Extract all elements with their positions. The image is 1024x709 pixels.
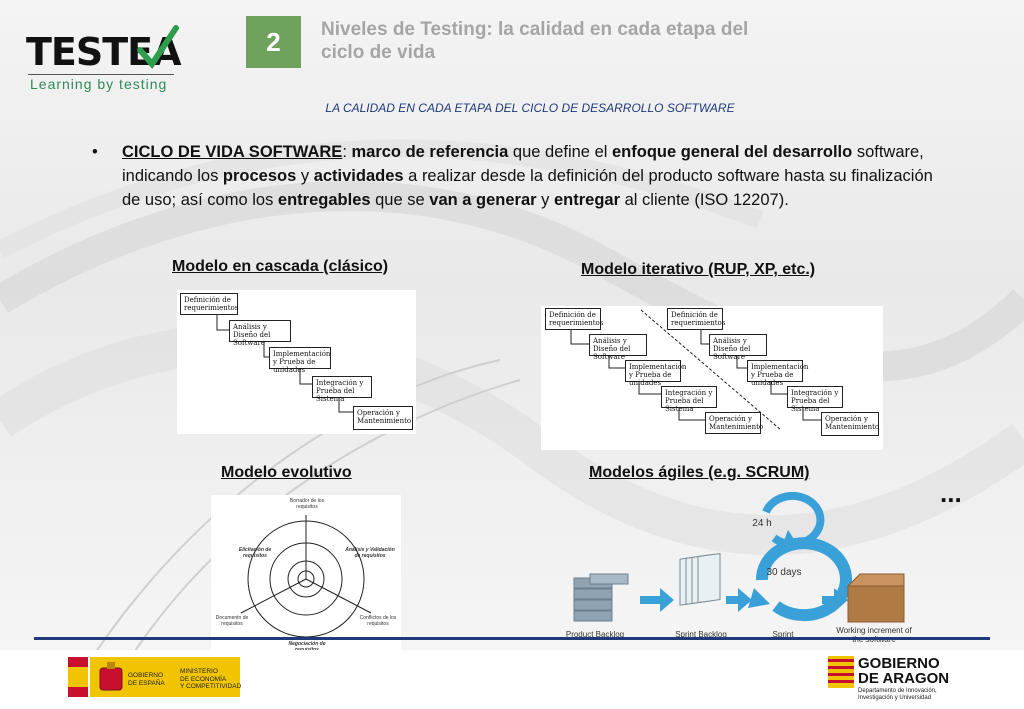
iterative-step: Definición de requerimientos — [667, 308, 725, 330]
daily-cycle-icon — [762, 492, 825, 548]
iterative-step: Implementación y Prueba de unidades — [625, 360, 686, 387]
cascade-step: Análisis y Diseño del Software — [229, 320, 291, 347]
scrum-diagram — [573, 492, 905, 623]
bold-text: enfoque general del desarrollo — [612, 143, 853, 161]
aragon-flag-icon — [828, 656, 854, 688]
increment-label: Working increment of the software — [836, 626, 912, 644]
iterative-step: Implementación y Prueba de unidades — [747, 360, 808, 387]
logo-wordmark: TESTEA — [26, 30, 182, 74]
iterative-step: Definición de requerimientos — [545, 308, 603, 330]
text: : — [342, 143, 352, 161]
sprint-backlog-icon — [679, 552, 721, 606]
arrow-icon — [822, 588, 848, 612]
aragon-dept-label: Departamento de Innovación, Investigació… — [858, 688, 937, 702]
arrow-icon — [726, 588, 752, 612]
text: software, indicando los — [122, 143, 924, 185]
spiral-label: Análisis y Validación de requisitos — [345, 547, 395, 559]
evolutive-heading: Modelo evolutivo — [221, 464, 352, 481]
sprint-length-label: 30 days — [766, 567, 802, 578]
spain-gov-label: GOBIERNO DE ESPAÑA — [128, 672, 165, 687]
sprint-cycle-icon — [755, 537, 852, 622]
iterative-step: Análisis y Diseño del Software — [709, 334, 767, 361]
spiral-label: Documento de requisitos — [215, 615, 249, 627]
iterative-step: Operación y Mantenimiento — [821, 412, 879, 436]
cascade-step: Operación y Mantenimiento — [353, 406, 413, 430]
ministry-label: MINISTERIO DE ECONOMÍA Y COMPETITIVIDAD — [180, 668, 241, 691]
arrow-icon — [640, 588, 674, 612]
text: a realizar desde la definición del produ… — [122, 167, 933, 209]
bold-text: marco de referencia — [351, 143, 509, 161]
product-backlog-icon — [573, 573, 629, 622]
cascade-step: Implementación y Prueba de unidades — [269, 347, 331, 374]
iterative-step: Operación y Mantenimiento — [705, 412, 763, 434]
logo-tagline: Learning by testing — [30, 76, 168, 92]
bold-text: entregables — [277, 191, 371, 209]
bold-text: entregar — [554, 191, 621, 209]
bullet-icon: • — [92, 143, 98, 161]
text: Investigación y Universidad — [858, 695, 932, 701]
more-ellipsis: ... — [940, 478, 962, 508]
text: GOBIERNO — [858, 655, 940, 672]
cascade-step: Integración y Prueba del Sistema — [312, 376, 372, 403]
text: MINISTERIO — [180, 668, 218, 675]
spiral-label: Conflictos de los requisitos — [359, 615, 397, 627]
iterative-diagram: Definición de requerimientos Análisis y … — [541, 306, 883, 450]
text: y — [536, 191, 554, 209]
logo-divider — [28, 74, 174, 75]
footer-divider — [34, 637, 990, 640]
iterative-step: Integración y Prueba del Sistema — [661, 386, 717, 413]
product-backlog-label: Product Backlog — [565, 630, 625, 639]
page-title: Niveles de Testing: la calidad en cada e… — [321, 19, 749, 63]
bold-text: procesos — [222, 167, 297, 185]
cascade-arrows — [216, 315, 353, 413]
spiral-label: Borrador de los requisitos — [289, 498, 325, 510]
section-number: 2 — [246, 16, 301, 68]
text: al cliente (ISO 12207). — [620, 191, 789, 209]
spiral-diagram — [240, 515, 372, 638]
text: que se — [370, 191, 430, 209]
aragon-gov-label: GOBIERNO DE ARAGON — [858, 656, 949, 686]
bold-text: van a generar — [429, 191, 537, 209]
term: CICLO DE VIDA SOFTWARE — [122, 143, 343, 161]
page-subtitle: LA CALIDAD EN CADA ETAPA DEL CICLO DE DE… — [325, 101, 735, 115]
text: Departamento de Innovación, — [858, 688, 937, 694]
checkmark-icon — [137, 25, 179, 69]
text: GOBIERNO — [128, 672, 164, 679]
text: Y COMPETITIVIDAD — [180, 683, 242, 690]
cascade-step: Definición de requerimientos — [180, 293, 238, 315]
cascade-heading: Modelo en cascada (clásico) — [172, 258, 389, 275]
coat-of-arms-icon — [99, 662, 123, 691]
text: que define el — [508, 143, 612, 161]
iterative-heading: Modelo iterativo (RUP, XP, etc.) — [581, 261, 816, 278]
iterative-step: Integración y Prueba del Sistema — [787, 386, 843, 413]
cascade-diagram: Definición de requerimientos Análisis y … — [177, 290, 416, 434]
agile-heading: Modelos ágiles (e.g. SCRUM) — [589, 464, 810, 481]
sprint-backlog-label: Sprint Backlog — [675, 630, 727, 639]
definition-paragraph: • CICLO DE VIDA SOFTWARE: marco de refer… — [92, 140, 952, 212]
text: y — [296, 167, 314, 185]
evolutive-diagram: Borrador de los requisitos Análisis y Va… — [211, 495, 401, 655]
increment-box-icon — [846, 573, 905, 623]
text: DE ECONOMÍA — [180, 675, 227, 683]
text: DE ESPAÑA — [128, 679, 165, 687]
sprint-label: Sprint — [772, 630, 794, 639]
spain-flag-icon — [68, 657, 88, 697]
bold-text: actividades — [313, 167, 404, 185]
daily-label: 24 h — [752, 518, 772, 529]
iterative-step: Análisis y Diseño del Software — [589, 334, 647, 361]
spiral-label: Elicitación de requisitos — [238, 547, 272, 559]
text: DE ARAGON — [858, 670, 950, 687]
